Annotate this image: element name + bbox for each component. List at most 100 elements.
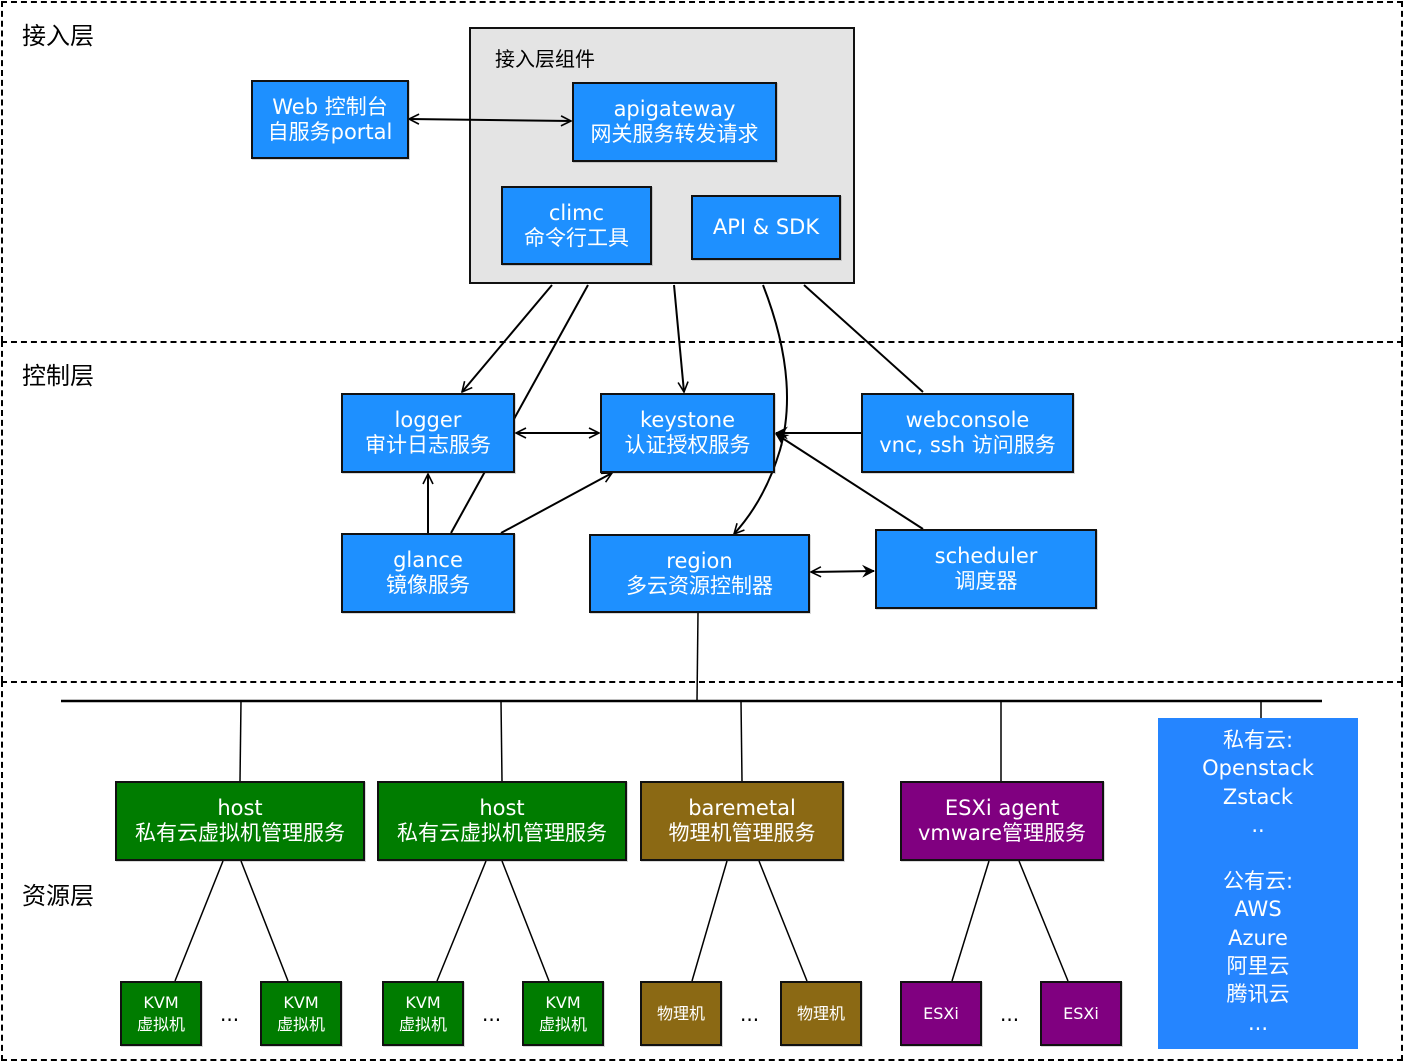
- web-console-line2: 自服务portal: [267, 119, 393, 144]
- edge-region-scheduler: [811, 571, 874, 572]
- resource-layer-title: 资源层: [22, 882, 94, 910]
- ellipsis: ...: [220, 1002, 240, 1026]
- esxi-host[interactable]: ESXi: [1040, 981, 1122, 1046]
- resource-layer: [1, 681, 1403, 1061]
- region-line1: region: [666, 548, 733, 573]
- host1-line1: host: [217, 796, 263, 821]
- edge-glance-keystone: [500, 472, 612, 534]
- edge-group-logger: [462, 284, 553, 392]
- apigateway-node[interactable]: apigateway 网关服务转发请求: [572, 82, 777, 162]
- logger-node[interactable]: logger 审计日志服务: [341, 393, 515, 473]
- climc-line1: climc: [548, 200, 605, 225]
- edge-group-glance: [450, 284, 589, 534]
- webconsole-line1: webconsole: [905, 408, 1030, 433]
- host2-line2: 私有云虚拟机管理服务: [397, 821, 607, 845]
- cloud-providers-box[interactable]: 私有云: Openstack Zstack .. 公有云: AWS Azure …: [1158, 718, 1358, 1049]
- kvm-vm[interactable]: KVM 虚拟机: [522, 981, 604, 1046]
- host2-line1: host: [479, 796, 525, 821]
- apigateway-line2: 网关服务转发请求: [590, 122, 759, 146]
- ellipsis: ...: [1000, 1002, 1020, 1026]
- baremetal-line2: 物理机管理服务: [668, 821, 816, 845]
- cloud-line: [1158, 839, 1358, 867]
- logger-line2: 审计日志服务: [365, 433, 491, 457]
- kvm-line1: KVM: [143, 992, 179, 1012]
- web-console-line1: Web 控制台: [272, 94, 388, 119]
- cloud-line: ..: [1251, 812, 1265, 837]
- webconsole-node[interactable]: webconsole vnc, ssh 访问服务: [861, 393, 1074, 473]
- cloud-line: 公有云:: [1222, 869, 1294, 894]
- control-layer: [1, 341, 1403, 682]
- esxi-line1: ESXi: [1063, 1003, 1099, 1023]
- host1-line2: 私有云虚拟机管理服务: [135, 821, 345, 845]
- webconsole-line2: vnc, ssh 访问服务: [879, 433, 1056, 457]
- edge-esxi-agent-esxi1: [951, 860, 990, 982]
- bus-drop-baremetal: [740, 700, 743, 782]
- edge-esxi-agent-esxi2: [1018, 860, 1069, 982]
- kvm-line2: 虚拟机: [398, 1014, 447, 1034]
- kvm-line1: KVM: [283, 992, 319, 1012]
- esxi-agent-line1: ESXi agent: [944, 796, 1060, 821]
- region-line2: 多云资源控制器: [626, 573, 773, 598]
- api-sdk-node[interactable]: API & SDK: [691, 195, 841, 260]
- cloud-line: 阿里云: [1226, 954, 1290, 979]
- baremetal-line1: baremetal: [688, 796, 796, 821]
- edge-baremetal-pm1: [691, 860, 728, 982]
- scheduler-line2: 调度器: [954, 569, 1018, 593]
- kvm-line2: 虚拟机: [276, 1014, 325, 1034]
- keystone-node[interactable]: keystone 认证授权服务: [600, 393, 775, 473]
- ellipsis: ...: [482, 1002, 502, 1026]
- ellipsis: ...: [740, 1002, 760, 1026]
- host1-node[interactable]: host 私有云虚拟机管理服务: [115, 781, 365, 861]
- cloud-line: 私有云:: [1222, 728, 1294, 752]
- kvm-vm[interactable]: KVM 虚拟机: [382, 981, 464, 1046]
- edge-group-keystone: [673, 284, 684, 392]
- glance-line1: glance: [393, 548, 463, 573]
- glance-node[interactable]: glance 镜像服务: [341, 533, 515, 613]
- physical-line1: 物理机: [796, 1003, 845, 1023]
- physical-machine[interactable]: 物理机: [780, 981, 862, 1046]
- kvm-vm[interactable]: KVM 虚拟机: [120, 981, 202, 1046]
- esxi-agent-line2: vmware管理服务: [917, 821, 1087, 845]
- edge-region-bus: [696, 612, 699, 702]
- physical-machine[interactable]: 物理机: [640, 981, 722, 1046]
- control-layer-title: 控制层: [22, 362, 94, 390]
- kvm-line1: KVM: [405, 992, 441, 1012]
- cloud-line: Azure: [1228, 925, 1288, 950]
- access-layer: [1, 1, 1403, 342]
- scheduler-line1: scheduler: [934, 544, 1038, 569]
- keystone-line2: 认证授权服务: [624, 433, 751, 457]
- edge-host1-kvm1: [174, 860, 224, 982]
- region-node[interactable]: region 多云资源控制器: [589, 534, 810, 613]
- esxi-host[interactable]: ESXi: [900, 981, 982, 1046]
- cloud-line: Openstack: [1202, 756, 1314, 781]
- apigateway-line1: apigateway: [613, 97, 736, 122]
- cloud-line: ...: [1247, 1010, 1269, 1035]
- host2-node[interactable]: host 私有云虚拟机管理服务: [377, 781, 627, 861]
- physical-line1: 物理机: [656, 1003, 705, 1023]
- climc-node[interactable]: climc 命令行工具: [501, 186, 652, 265]
- cloud-line: AWS: [1234, 897, 1282, 922]
- keystone-line1: keystone: [639, 408, 735, 433]
- logger-line1: logger: [394, 408, 462, 433]
- climc-line2: 命令行工具: [524, 225, 629, 250]
- esxi-agent-node[interactable]: ESXi agent vmware管理服务: [900, 781, 1104, 861]
- baremetal-node[interactable]: baremetal 物理机管理服务: [640, 781, 844, 861]
- kvm-line1: KVM: [545, 992, 581, 1012]
- glance-line2: 镜像服务: [386, 573, 470, 597]
- edge-baremetal-pm2: [758, 860, 808, 982]
- esxi-line1: ESXi: [923, 1003, 959, 1023]
- edge-group-webconsole: [803, 284, 924, 393]
- bus-drop-host2: [500, 700, 503, 782]
- edge-host2-kvm1: [436, 860, 487, 982]
- edge-host1-kvm2: [240, 860, 289, 982]
- cloud-line: Zstack: [1222, 784, 1294, 809]
- bus-drop-host1: [239, 700, 242, 782]
- scheduler-node[interactable]: scheduler 调度器: [875, 529, 1097, 609]
- kvm-vm[interactable]: KVM 虚拟机: [260, 981, 342, 1046]
- edge-host2-kvm2: [501, 860, 550, 982]
- access-layer-title: 接入层: [22, 22, 94, 50]
- edge-web-apigateway: [409, 119, 571, 121]
- web-console-node[interactable]: Web 控制台 自服务portal: [251, 80, 409, 159]
- access-components-title: 接入层组件: [495, 47, 595, 71]
